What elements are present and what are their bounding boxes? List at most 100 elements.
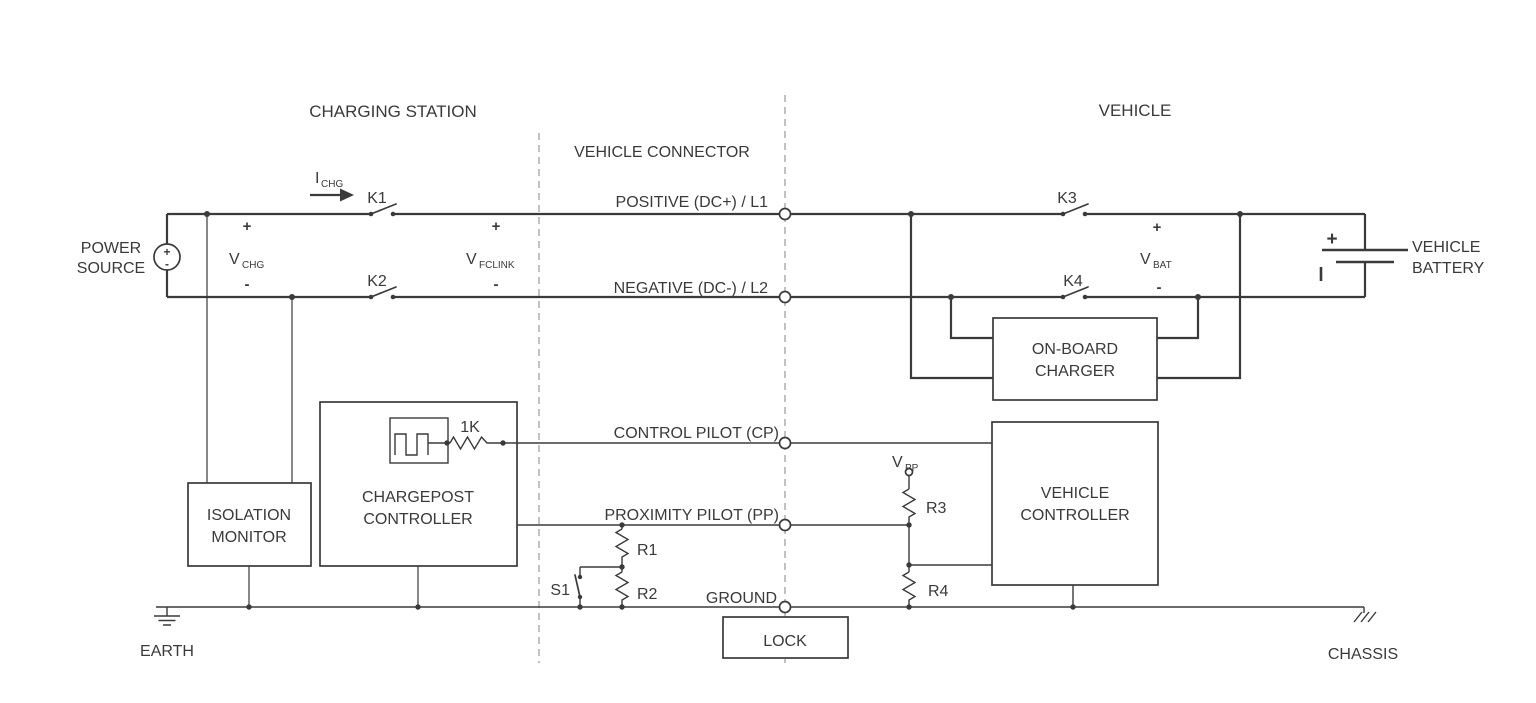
s1-wires [579,566,622,607]
r1-resistor-icon [614,525,630,567]
vehicle-controller-box [991,421,1159,586]
chassis-ground-icon [1353,607,1377,623]
k1-label: K1 [367,190,387,207]
charging-station-title: CHARGING STATION [309,102,477,121]
junction-dot [204,211,210,217]
junction-dot [906,562,912,568]
isolation-monitor-wires [206,214,293,607]
v-bat-plus: + [1153,219,1162,236]
v-fclink-label: V [466,251,477,268]
connector-circle-pp [778,518,792,532]
onboard-charger: ON-BOARD CHARGER [909,214,1242,401]
v-chg-label: V [229,251,240,268]
k3-label: K3 [1057,190,1077,207]
pp-to-controller-wire [908,525,992,566]
k1-contact-dot [368,211,374,217]
s1-contact-dot [577,574,583,580]
earth-ground: EARTH [140,607,194,660]
k3-contact-dot [1082,211,1088,217]
vehicle-battery: + VEHICLE BATTERY [1319,214,1485,297]
vehicle-pp-network: V PP R3 R4 [892,454,992,607]
v-fclink-plus: + [492,218,501,235]
chassis-ground: CHASSIS [1328,607,1398,663]
v-bat-minus: - [1157,279,1162,296]
vehicle-controller-label-line2: CONTROLLER [1020,507,1129,524]
ground-label: GROUND [706,590,777,607]
connector-circle-negative [778,290,792,304]
junction-dot [908,211,914,217]
k2-switch-icon [370,286,397,298]
chassis-label: CHASSIS [1328,646,1398,663]
power-source: + - POWER SOURCE [77,214,181,297]
current-arrow-icon [340,188,354,202]
r3-resistor-icon [901,475,917,525]
junction-dot [619,522,625,528]
chargepost-controller-label-line2: CONTROLLER [363,511,472,528]
k2-contact-dot [368,294,374,300]
i-chg-label: I [315,170,319,187]
chargepost-controller: 1K CHARGEPOST CONTROLLER [319,401,518,607]
v-bat-label: V [1140,251,1151,268]
power-rails: POSITIVE (DC+) / L1 NEGATIVE (DC-) / L2 [167,194,1365,299]
station-pp-network: S1 R1 R2 [550,525,658,607]
junction-dot [1237,211,1243,217]
vehicle-controller: VEHICLE CONTROLLER [991,421,1159,607]
v-fclink-minus: - [494,276,499,293]
r2-label: R2 [637,586,658,603]
r1-label: R1 [637,542,658,559]
k3-switch-icon [1062,203,1089,215]
v-chg-measurement: + V CHG - [229,218,264,293]
s1-contact-dot [577,594,583,600]
v-fclink-subscript: FCLINK [479,260,515,271]
r3-label: R3 [926,500,947,517]
junction-dot [415,604,421,610]
vehicle-title: VEHICLE [1099,101,1172,120]
battery-icon [1319,248,1408,281]
battery-plus: + [1326,229,1337,250]
onboard-charger-label-line2: CHARGER [1035,363,1115,380]
connector-circle-positive [778,207,792,221]
negative-rail-label: NEGATIVE (DC-) / L2 [614,280,768,297]
contactor-k3: K3 [1057,190,1089,217]
i-chg-subscript: CHG [321,179,343,190]
k2-contact-dot [390,294,396,300]
onboard-charger-wires [909,214,1242,380]
isolation-monitor-label-line1: ISOLATION [207,507,291,524]
k4-label: K4 [1063,273,1083,290]
k4-switch-icon [1062,286,1089,298]
earth-ground-icon [154,607,180,626]
vehicle-connector-title: VEHICLE CONNECTOR [574,144,750,161]
power-source-plus: + [163,245,170,259]
v-pp-subscript: PP [905,463,919,474]
junction-dot [444,440,450,446]
junction-dot [577,604,583,610]
contactor-k1: K1 [367,190,397,217]
contactor-k2: K2 [367,273,397,300]
power-source-label-line2: SOURCE [77,260,145,277]
power-source-icon [153,243,181,271]
connector-contacts [778,207,792,614]
junction-dot [289,294,295,300]
onboard-charger-label-line1: ON-BOARD [1032,341,1118,358]
pilot-1k-label: 1K [460,419,480,436]
v-bat-measurement: + V BAT - [1140,219,1172,296]
v-chg-plus: + [243,218,252,235]
v-pp-label: V [892,454,903,471]
control-pilot-label: CONTROL PILOT (CP) [614,425,779,442]
v-chg-subscript: CHG [242,260,264,271]
vehicle-connector-boundary [538,95,786,663]
isolation-monitor-label-line2: MONITOR [211,529,286,546]
k4-contact-dot [1060,294,1066,300]
k3-contact-dot [1060,211,1066,217]
v-bat-subscript: BAT [1153,260,1172,271]
junction-dot [906,604,912,610]
vehicle-controller-label-line1: VEHICLE [1041,485,1109,502]
connector-circle-cp [778,436,792,450]
r4-resistor-icon [901,565,917,607]
power-source-label-line1: POWER [81,240,141,257]
junction-dot [500,440,506,446]
k4-contact-dot [1082,294,1088,300]
junction-dot [246,604,252,610]
earth-label: EARTH [140,643,194,660]
